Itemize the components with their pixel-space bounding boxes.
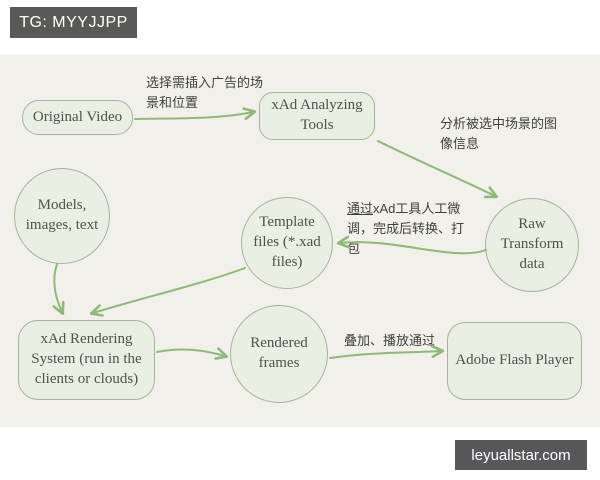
watermark-footer-text: leyuallstar.com: [471, 446, 571, 464]
node-rendered-frames: Rendered frames: [230, 305, 328, 403]
annotation-fine-tune: 通过xAd工具人工微调，完成后转换、打包: [347, 199, 471, 259]
node-label: Raw Transform data: [500, 216, 564, 272]
annotation-analyze-scene: 分析被选中场景的图像信息: [440, 116, 558, 151]
node-label: Rendered frames: [250, 335, 308, 371]
node-xad-analyzing-tools: xAd Analyzing Tools: [259, 92, 375, 140]
node-adobe-flash-player: Adobe Flash Player: [447, 322, 582, 400]
annotation-overlay-play: 叠加、播放通过: [344, 333, 436, 348]
node-original-video: Original Video: [22, 100, 133, 135]
node-label: Template files (*.xad files): [253, 214, 321, 270]
watermark-header-text: TG: MYYJJPP: [19, 13, 128, 31]
node-template-files: Template files (*.xad files): [241, 197, 333, 289]
node-label: Adobe Flash Player: [455, 352, 574, 369]
watermark-footer-badge: leyuallstar.com: [455, 440, 587, 470]
watermark-header-badge: TG: MYYJJPP: [10, 7, 137, 38]
annotation-fine-tune-underlined: 通过: [347, 201, 374, 216]
node-xad-rendering-system: xAd Rendering System (run in the clients…: [18, 320, 155, 400]
node-label: Original Video: [32, 108, 123, 125]
annotation-fine-tune-rest: xAd工具人工微调，完成后转换、打包: [347, 201, 465, 256]
node-models-images-text: Models, images, text: [14, 168, 110, 264]
node-label: xAd Analyzing Tools: [271, 97, 363, 133]
annotation-select-scene: 选择需插入广告的场景和位置: [146, 75, 264, 110]
node-label: xAd Rendering System (run in the clients…: [31, 331, 142, 387]
node-label: Models, images, text: [25, 197, 99, 233]
node-raw-transform-data: Raw Transform data: [485, 198, 579, 292]
